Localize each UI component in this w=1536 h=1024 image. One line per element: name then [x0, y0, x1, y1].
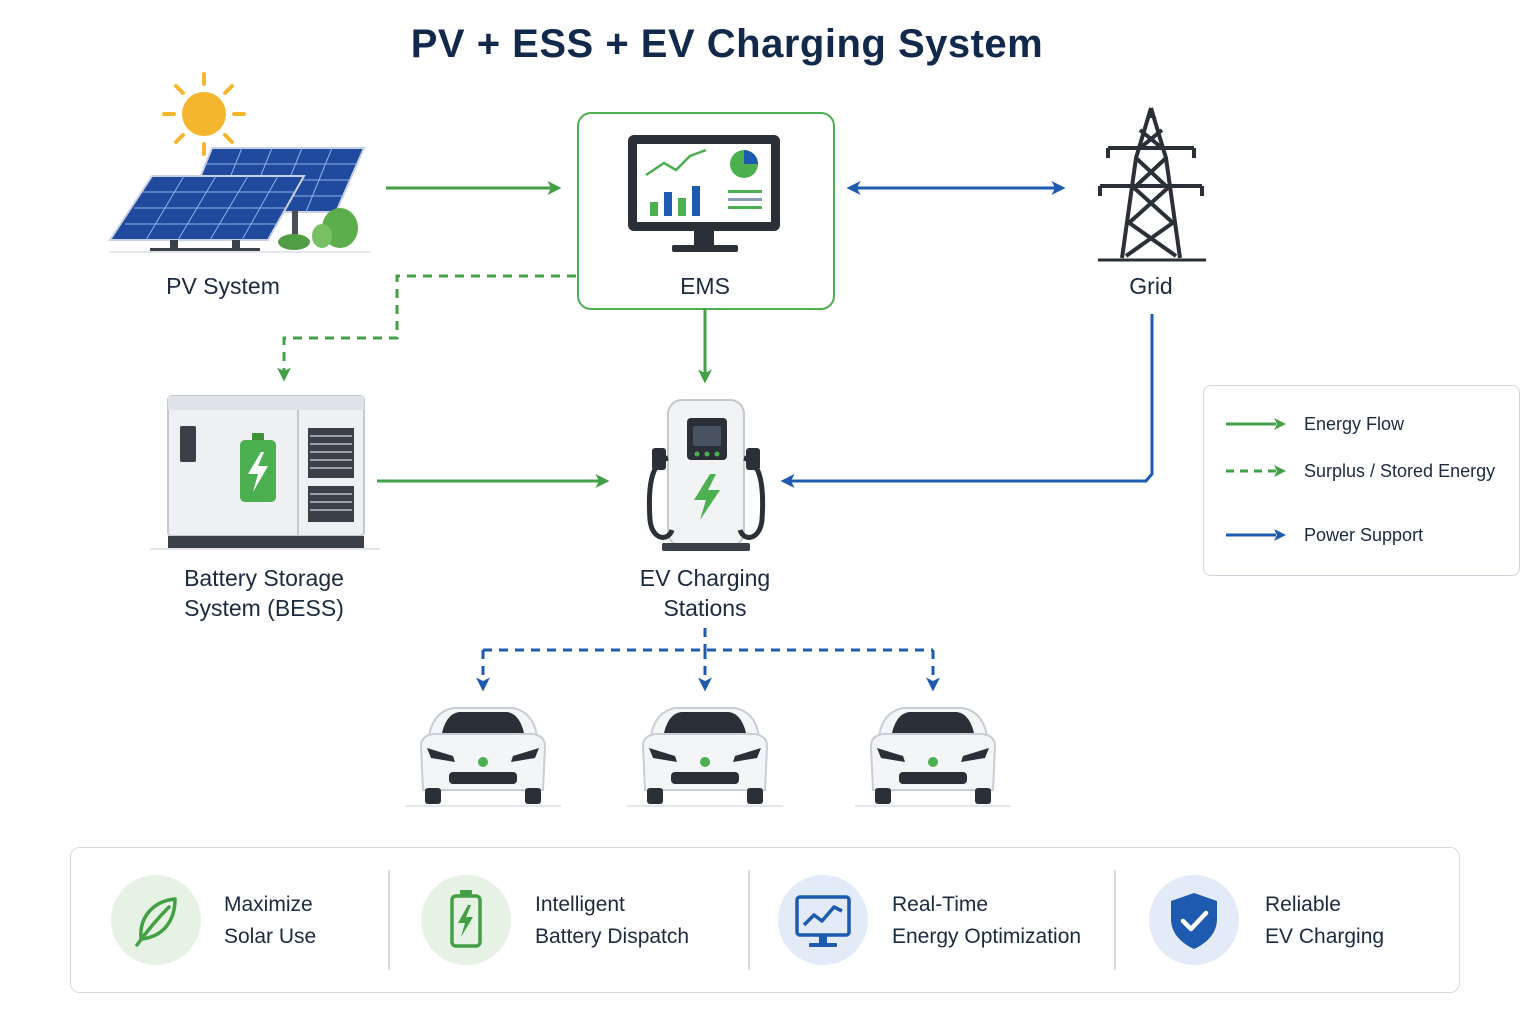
- solid-green-arrow-icon: [1226, 418, 1286, 430]
- benefit-line2: Energy Optimization: [892, 925, 1082, 948]
- bess-label-line1: Battery Storage: [184, 565, 344, 591]
- benefit-line2: EV Charging: [1265, 925, 1385, 948]
- ev-stations-label-line1: EV Charging: [639, 565, 771, 591]
- benefit-item: Real-Time Energy Optimization: [749, 848, 1115, 992]
- benefit-line2: Battery Dispatch: [535, 925, 690, 948]
- electric-car-icon: [855, 707, 1011, 807]
- legend-item-power-support: Power Support: [1224, 520, 1423, 550]
- legend-label: Surplus / Stored Energy: [1304, 460, 1496, 481]
- divider: [748, 870, 750, 970]
- benefit-line1: Reliable: [1265, 893, 1341, 916]
- arrows-stations-to-cars-dashed: [476, 628, 940, 692]
- dashed-green-arrow-icon: [1226, 465, 1286, 477]
- ev-charger-icon: [646, 399, 766, 551]
- benefit-line1: Real-Time: [892, 893, 989, 916]
- legend-label: Power Support: [1304, 524, 1424, 545]
- monitor-chart-icon: [778, 875, 868, 965]
- ems-label: EMS: [680, 273, 730, 299]
- shield-check-icon: [1149, 875, 1239, 965]
- electric-car-icon: [405, 707, 561, 807]
- arrow-ems-to-bess-dashed: [277, 274, 576, 382]
- benefit-item: Maximize Solar Use: [71, 848, 389, 992]
- battery-icon: [421, 875, 511, 965]
- divider: [1114, 870, 1116, 970]
- ev-stations-label: EV Charging Stations: [575, 563, 835, 623]
- legend-label: Energy Flow: [1304, 413, 1405, 434]
- benefit-line1: Maximize: [224, 893, 313, 916]
- benefits-panel: Maximize Solar Use Intelligent Battery D…: [70, 847, 1460, 993]
- ev-stations-label-line2: Stations: [663, 595, 747, 621]
- bess-label: Battery Storage System (BESS): [134, 563, 394, 623]
- electric-car-icon: [627, 707, 783, 807]
- pv-system-label: PV System: [166, 273, 280, 299]
- benefit-item: Intelligent Battery Dispatch: [389, 848, 749, 992]
- sun-icon: [162, 72, 246, 156]
- divider: [388, 870, 390, 970]
- solar-panel-icon: [108, 147, 370, 253]
- power-tower-icon: [1098, 107, 1206, 262]
- bess-label-line2: System (BESS): [184, 595, 344, 621]
- leaf-icon: [111, 875, 201, 965]
- page-title: PV + ESS + EV Charging System: [410, 22, 1044, 66]
- ems-monitor-icon: [628, 135, 780, 252]
- legend-item-surplus: Surplus / Stored Energy: [1224, 456, 1495, 486]
- legend: Energy Flow Surplus / Stored Energy Powe…: [1203, 385, 1520, 576]
- benefit-line2: Solar Use: [224, 925, 317, 948]
- benefit-item: Reliable EV Charging: [1115, 848, 1459, 992]
- legend-item-energy-flow: Energy Flow: [1224, 409, 1404, 439]
- battery-storage-cabinet-icon: [150, 395, 380, 550]
- grid-label: Grid: [1129, 273, 1173, 299]
- solid-blue-arrow-icon: [1226, 529, 1286, 541]
- arrow-grid-to-ev-stations: [780, 314, 1154, 488]
- benefit-line1: Intelligent: [535, 893, 625, 916]
